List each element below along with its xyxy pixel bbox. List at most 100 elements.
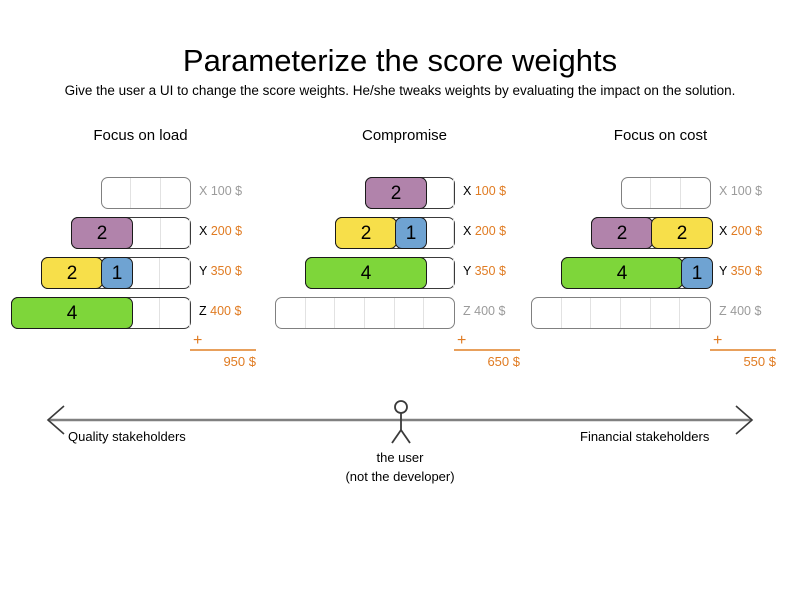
weight-slider-track[interactable] [275, 297, 455, 329]
weight-slider-track[interactable]: 4 [305, 257, 455, 289]
weight-row: 2 X 100 $ [272, 174, 537, 214]
weight-row-letter: X [199, 184, 208, 198]
weight-slider-track[interactable] [621, 177, 711, 209]
weight-slot[interactable] [622, 178, 652, 208]
weight-slot[interactable] [102, 178, 132, 208]
total-rule [710, 349, 776, 351]
weight-block[interactable]: 4 [305, 257, 427, 289]
weight-row-label: Z 400 $ [199, 303, 241, 319]
weight-slot[interactable] [651, 178, 681, 208]
weight-row-amount: 200 $ [474, 224, 507, 238]
scenario-total: +650 $ [272, 333, 537, 378]
total-value: 550 $ [743, 354, 776, 369]
weight-slot[interactable] [131, 258, 161, 288]
weight-row-label: Z 400 $ [719, 303, 761, 319]
weight-block[interactable]: 2 [651, 217, 713, 249]
weight-slot[interactable] [160, 258, 190, 288]
weight-slot[interactable] [131, 218, 161, 248]
user-caption-line2: (not the developer) [345, 469, 455, 484]
weight-row-label: X 200 $ [463, 223, 506, 239]
total-plus-sign: + [193, 332, 203, 349]
weight-row-letter: X [199, 224, 208, 238]
weight-slider-track[interactable] [101, 177, 191, 209]
weight-row: X 100 $ [8, 174, 273, 214]
weight-row-amount: 400 $ [730, 304, 762, 318]
weight-slot[interactable] [681, 178, 710, 208]
weight-block[interactable]: 2 [41, 257, 103, 289]
weight-row-amount: 350 $ [474, 264, 506, 278]
weight-slider-track[interactable] [531, 297, 711, 329]
weight-block[interactable]: 1 [395, 217, 427, 249]
weight-slot[interactable] [306, 298, 336, 328]
weight-slider-track[interactable]: 4 [11, 297, 191, 329]
weight-slot[interactable] [161, 178, 190, 208]
weight-row-letter: X [719, 224, 728, 238]
weight-row: 2 X 200 $ [8, 214, 273, 254]
weight-slot[interactable] [425, 178, 454, 208]
weight-slot[interactable] [161, 218, 190, 248]
weight-row: 4 Y 350 $ [272, 254, 537, 294]
scenario-total: +950 $ [8, 332, 273, 378]
weight-slot[interactable] [651, 298, 681, 328]
weight-row: Z 400 $ [272, 294, 537, 334]
total-value: 950 $ [223, 354, 256, 369]
weight-row-label: Y 350 $ [719, 263, 762, 279]
user-caption: the user (not the developer) [0, 448, 800, 486]
weight-slot[interactable] [131, 298, 161, 328]
page-title: Parameterize the score weights [182, 42, 618, 78]
weight-slider-track[interactable]: 2 [365, 177, 455, 209]
weight-slot[interactable] [621, 298, 651, 328]
weight-row-amount: 200 $ [730, 224, 763, 238]
total-rule [190, 349, 256, 351]
weight-row-amount: 400 $ [210, 304, 242, 318]
scenario-title: Compromise [361, 127, 448, 144]
weight-block[interactable]: 4 [11, 297, 133, 329]
weight-row-letter: Z [719, 304, 727, 318]
weight-slot[interactable] [532, 298, 562, 328]
weight-slot[interactable] [680, 298, 710, 328]
weight-row-amount: 200 $ [210, 224, 243, 238]
weight-row-label: X 100 $ [199, 183, 242, 199]
total-rule [454, 349, 520, 351]
weight-block[interactable]: 2 [71, 217, 133, 249]
axis-arrow-icon [46, 405, 754, 435]
weight-slot[interactable] [365, 298, 395, 328]
weight-slot[interactable] [276, 298, 306, 328]
weight-block[interactable]: 1 [101, 257, 133, 289]
weight-row-label: Z 400 $ [463, 303, 505, 319]
weight-row-label: X 200 $ [199, 223, 242, 239]
weight-block[interactable]: 2 [335, 217, 397, 249]
axis-label-quality: Quality stakeholders [68, 429, 186, 444]
weight-block[interactable]: 2 [365, 177, 427, 209]
weight-block[interactable]: 1 [681, 257, 713, 289]
weight-slot[interactable] [591, 298, 622, 328]
weight-slot[interactable] [335, 298, 366, 328]
weight-slider-track[interactable]: 2 [71, 217, 191, 249]
weight-slot[interactable] [425, 218, 454, 248]
weight-slot[interactable] [160, 298, 191, 328]
weight-block[interactable]: 2 [591, 217, 653, 249]
weight-slot[interactable] [424, 298, 454, 328]
weight-slot[interactable] [424, 258, 454, 288]
weight-row-label: Y 350 $ [463, 263, 506, 279]
scenario-title: Focus on load [93, 127, 188, 144]
weight-row-label: X 100 $ [463, 183, 506, 199]
weight-row: 4 Z 400 $ [8, 294, 273, 334]
weight-row-amount: 400 $ [474, 304, 506, 318]
weight-slot[interactable] [131, 178, 161, 208]
weight-slot[interactable] [395, 298, 425, 328]
weight-block[interactable]: 4 [561, 257, 683, 289]
weight-slot[interactable] [562, 298, 592, 328]
axis-label-financial: Financial stakeholders [580, 429, 710, 444]
